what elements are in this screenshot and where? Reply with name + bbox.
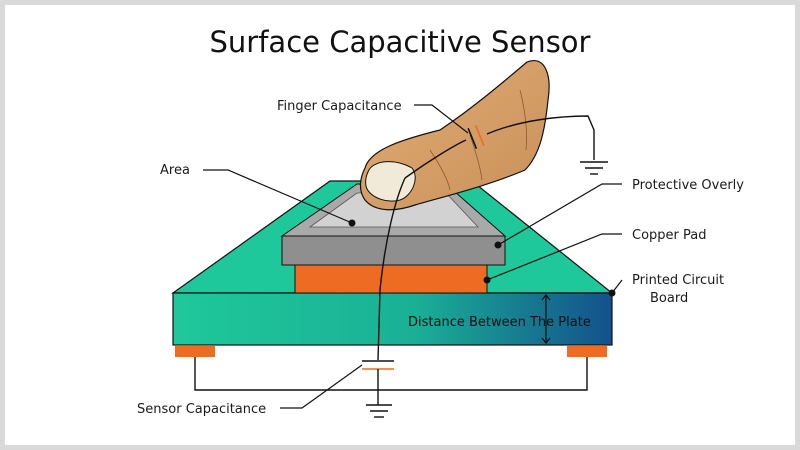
copper-pad [294, 264, 488, 294]
finger-illustration [359, 60, 550, 211]
finger-wire-left [404, 139, 467, 179]
ground-symbol-top [580, 161, 608, 175]
sensor-capacitor-symbol [362, 360, 394, 370]
label-area: Area [160, 163, 190, 178]
leader-area [203, 169, 353, 224]
protective-overlay [281, 235, 506, 266]
distance-label: Distance Between The Plate [408, 315, 591, 330]
signal-wire-vertical [377, 177, 406, 361]
label-finger-capacitance: Finger Capacitance [277, 99, 402, 114]
leader-protective-overlay [497, 183, 622, 246]
finger-capacitor-symbol [467, 125, 485, 149]
label-pcb-line1: Printed Circuit [632, 273, 724, 288]
label-protective-overlay: Protective Overly [632, 178, 744, 193]
leader-finger-capacitance [414, 104, 469, 134]
pcb-front-face [172, 292, 613, 346]
diagram-title: Surface Capacitive Sensor [210, 25, 591, 59]
leader-sensor-capacitance [280, 364, 363, 409]
label-sensor-capacitance: Sensor Capacitance [137, 402, 266, 417]
label-pcb-line2: Board [650, 291, 688, 306]
label-copper-pad: Copper Pad [632, 228, 706, 243]
bottom-pad-left [175, 346, 215, 357]
fingernail [365, 161, 416, 202]
ground-symbol-bottom [366, 404, 392, 418]
pad-wire-loop [194, 357, 588, 391]
bottom-pad-right [567, 346, 607, 357]
leader-copper-pad [486, 233, 622, 281]
finger-wire-right [486, 115, 595, 160]
